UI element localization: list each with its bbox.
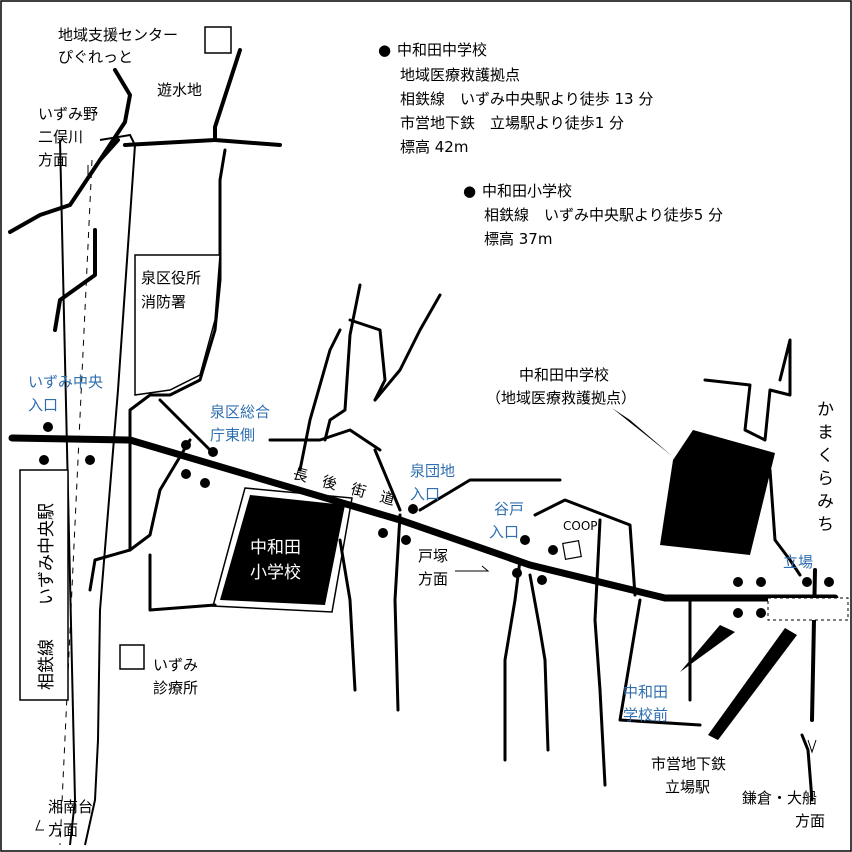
jhs-label: （地域医療救護拠点）: [486, 389, 636, 407]
nagago-kaido-road: [8, 434, 839, 602]
station-label: 立場駅: [665, 778, 710, 796]
direction-arrow-icon: [807, 739, 817, 754]
junior-high-school-building: [660, 430, 775, 555]
bus-stop-dot-icon: [39, 455, 49, 465]
direction-label: 方面: [38, 151, 68, 169]
info-junior-high: ● 中和田中学校 地域医療救護拠点 相鉄線 いずみ中央駅より徒歩 13 分 市営…: [378, 41, 653, 156]
ward-office-label: 泉区役所: [141, 269, 201, 287]
bus-stop-label: 学校前: [623, 706, 668, 724]
bus-stop-dot-icon: [756, 577, 766, 587]
road-network: [8, 48, 849, 802]
bus-stop-dot-icon: [824, 577, 834, 587]
direction-arrow-icon: [708, 628, 797, 740]
bus-stop-dot-icon: [181, 440, 191, 450]
station-label-box: [19, 469, 69, 701]
kamakura-michi-label: かまくらみち: [813, 400, 833, 538]
clinic-label: いずみ: [153, 656, 198, 674]
center-label: 地域支援センター: [58, 26, 178, 44]
sotetsu-railway: [59, 133, 137, 846]
bus-stop-dot-icon: [548, 545, 558, 555]
bus-stop-label: いずみ中央: [28, 373, 103, 391]
direction-label: 方面: [795, 812, 825, 830]
bus-stop-label: 泉団地: [410, 462, 455, 480]
clinic-label: 診療所: [153, 679, 198, 697]
bus-stop-label: 泉区総合: [210, 403, 270, 421]
direction-label: 湘南台: [48, 798, 93, 816]
bus-stop-dot-icon: [733, 608, 743, 618]
building-square-icon: [119, 644, 145, 670]
direction-arrow-icon: [612, 408, 672, 456]
info-line: 地域医療救護拠点: [400, 66, 520, 84]
bus-stop-label: 中和田: [623, 683, 668, 701]
direction-label: 方面: [418, 570, 448, 588]
bus-stop-dot-icon: [520, 535, 530, 545]
bus-stop-dot-icon: [408, 504, 418, 514]
direction-label: いずみ野: [38, 105, 98, 123]
elementary-school-label: 小学校: [250, 563, 301, 583]
bus-stop-label: 立場: [783, 553, 813, 571]
direction-label: 二俣川: [38, 128, 83, 146]
info-elementary: ● 中和田小学校 相鉄線 いずみ中央駅より徒歩5 分 標高 37m: [463, 182, 723, 248]
station-label: いずみ中央駅: [37, 503, 57, 605]
bus-stop-dot-icon: [401, 535, 411, 545]
info-line: 標高 42m: [400, 138, 468, 156]
bus-stop-dot-icon: [512, 568, 522, 578]
bus-stop-label: 入口: [28, 396, 58, 414]
bus-stop-dot-icon: [802, 577, 812, 587]
direction-arrow-icon: [455, 565, 490, 572]
bus-stop-dot-icon: [208, 447, 218, 457]
info-line: 標高 37m: [484, 230, 552, 248]
bus-stop-dots: [39, 422, 834, 618]
bus-stop-dot-icon: [378, 528, 388, 538]
info-line: 相鉄線 いずみ中央駅より徒歩 13 分: [400, 90, 653, 108]
yusuichi-label: 遊水地: [157, 81, 202, 99]
info-title: 中和田小学校: [482, 182, 572, 200]
coop-label: COOP: [563, 519, 598, 533]
direction-label: 方面: [48, 821, 78, 839]
direction-label: 戸塚: [418, 547, 448, 565]
direction-arrow-icon: [680, 625, 735, 672]
bus-stop-dot-icon: [181, 469, 191, 479]
station-label: 市営地下鉄: [651, 755, 726, 773]
elementary-school-building: [220, 495, 345, 605]
railway-label: 相鉄線: [37, 639, 57, 690]
bus-stop-dot-icon: [733, 577, 743, 587]
jhs-label: 中和田中学校: [519, 366, 609, 384]
bus-stop-label: 入口: [489, 523, 519, 541]
ward-office-block: [134, 254, 221, 396]
info-bullet: ●: [463, 182, 476, 200]
direction-arrow-icon: [35, 819, 44, 831]
bus-stop-dot-icon: [756, 608, 766, 618]
elementary-school-grounds: [212, 487, 353, 613]
bus-stop-label: 谷戸: [494, 500, 524, 518]
bus-stop-dot-icon: [43, 422, 53, 432]
building-square-icon: [204, 26, 232, 54]
direction-label: 鎌倉・大船: [742, 789, 817, 807]
bus-stop-dot-icon: [85, 455, 95, 465]
info-line: 相鉄線 いずみ中央駅より徒歩5 分: [484, 206, 723, 224]
ward-office-label: 消防署: [141, 293, 186, 311]
bus-stop-label: 入口: [410, 485, 440, 503]
info-bullet: ●: [378, 41, 391, 59]
bus-stop-dot-icon: [200, 478, 210, 488]
bus-stop-dot-icon: [537, 575, 547, 585]
center-label: ぴぐれっと: [58, 48, 133, 66]
elementary-school-label: 中和田: [250, 538, 301, 558]
info-title: 中和田中学校: [397, 41, 487, 59]
bus-stop-label: 庁東側: [210, 426, 255, 444]
info-line: 市営地下鉄 立場駅より徒歩1 分: [400, 114, 624, 132]
building-square-icon: [562, 540, 582, 560]
